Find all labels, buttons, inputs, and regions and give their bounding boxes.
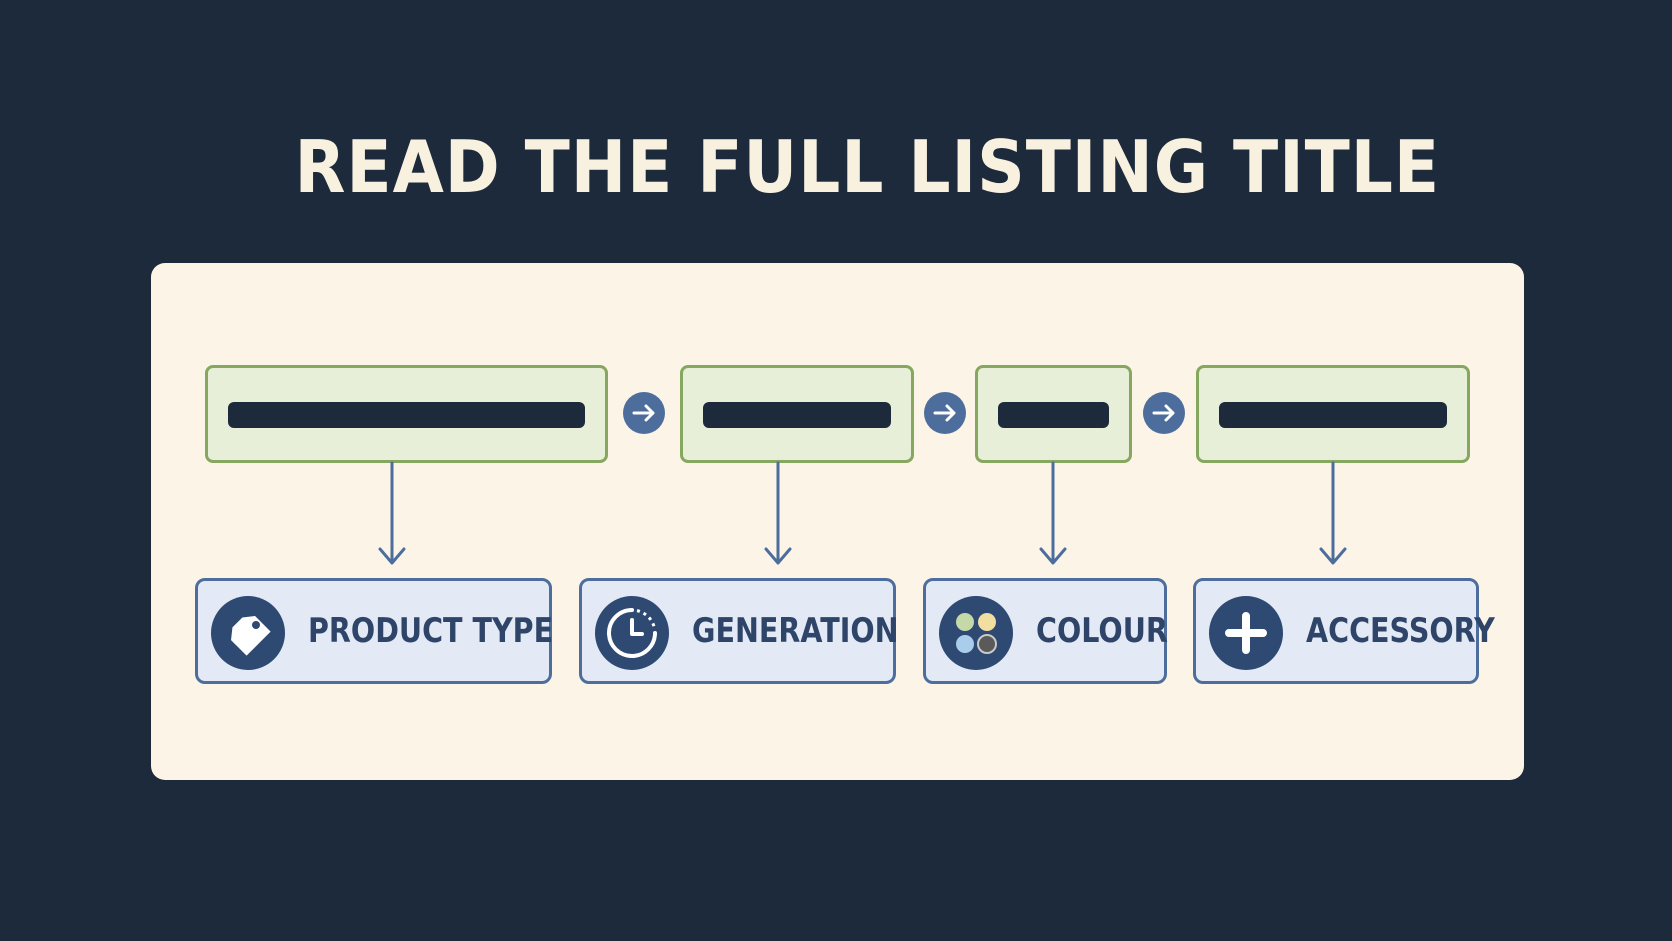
redacted-text-bar bbox=[1219, 402, 1447, 428]
arrow-right-icon bbox=[623, 392, 665, 434]
title-segment-3 bbox=[975, 365, 1132, 463]
category-label: PRODUCT TYPE bbox=[308, 611, 554, 651]
category-label: ACCESSORY bbox=[1306, 611, 1495, 651]
title-segment-1 bbox=[205, 365, 608, 463]
category-generation: GENERATION bbox=[579, 578, 899, 684]
category-colour: COLOUR bbox=[923, 578, 1168, 684]
category-label: GENERATION bbox=[692, 611, 899, 651]
down-arrow-4 bbox=[1319, 461, 1347, 565]
down-arrow-3 bbox=[1039, 461, 1067, 565]
clock-icon bbox=[595, 596, 669, 670]
arrow-right-icon bbox=[1143, 392, 1185, 434]
price-tag-icon bbox=[211, 596, 285, 670]
category-accessory: ACCESSORY bbox=[1193, 578, 1495, 684]
diagram-panel bbox=[151, 263, 1524, 780]
redacted-text-bar bbox=[228, 402, 585, 428]
arrow-right-icon bbox=[924, 392, 966, 434]
colour-swatch-icon bbox=[939, 596, 1013, 670]
down-arrow-2 bbox=[764, 461, 792, 565]
redacted-text-bar bbox=[703, 402, 891, 428]
down-arrow-1 bbox=[378, 461, 406, 565]
category-label: COLOUR bbox=[1036, 611, 1168, 651]
redacted-text-bar bbox=[998, 402, 1109, 428]
title-segment-2 bbox=[680, 365, 914, 463]
page-title: READ THE FULL LISTING TITLE bbox=[294, 125, 1441, 209]
plus-icon bbox=[1209, 596, 1283, 670]
title-segment-4 bbox=[1196, 365, 1470, 463]
category-product-type: PRODUCT TYPE bbox=[195, 578, 554, 684]
